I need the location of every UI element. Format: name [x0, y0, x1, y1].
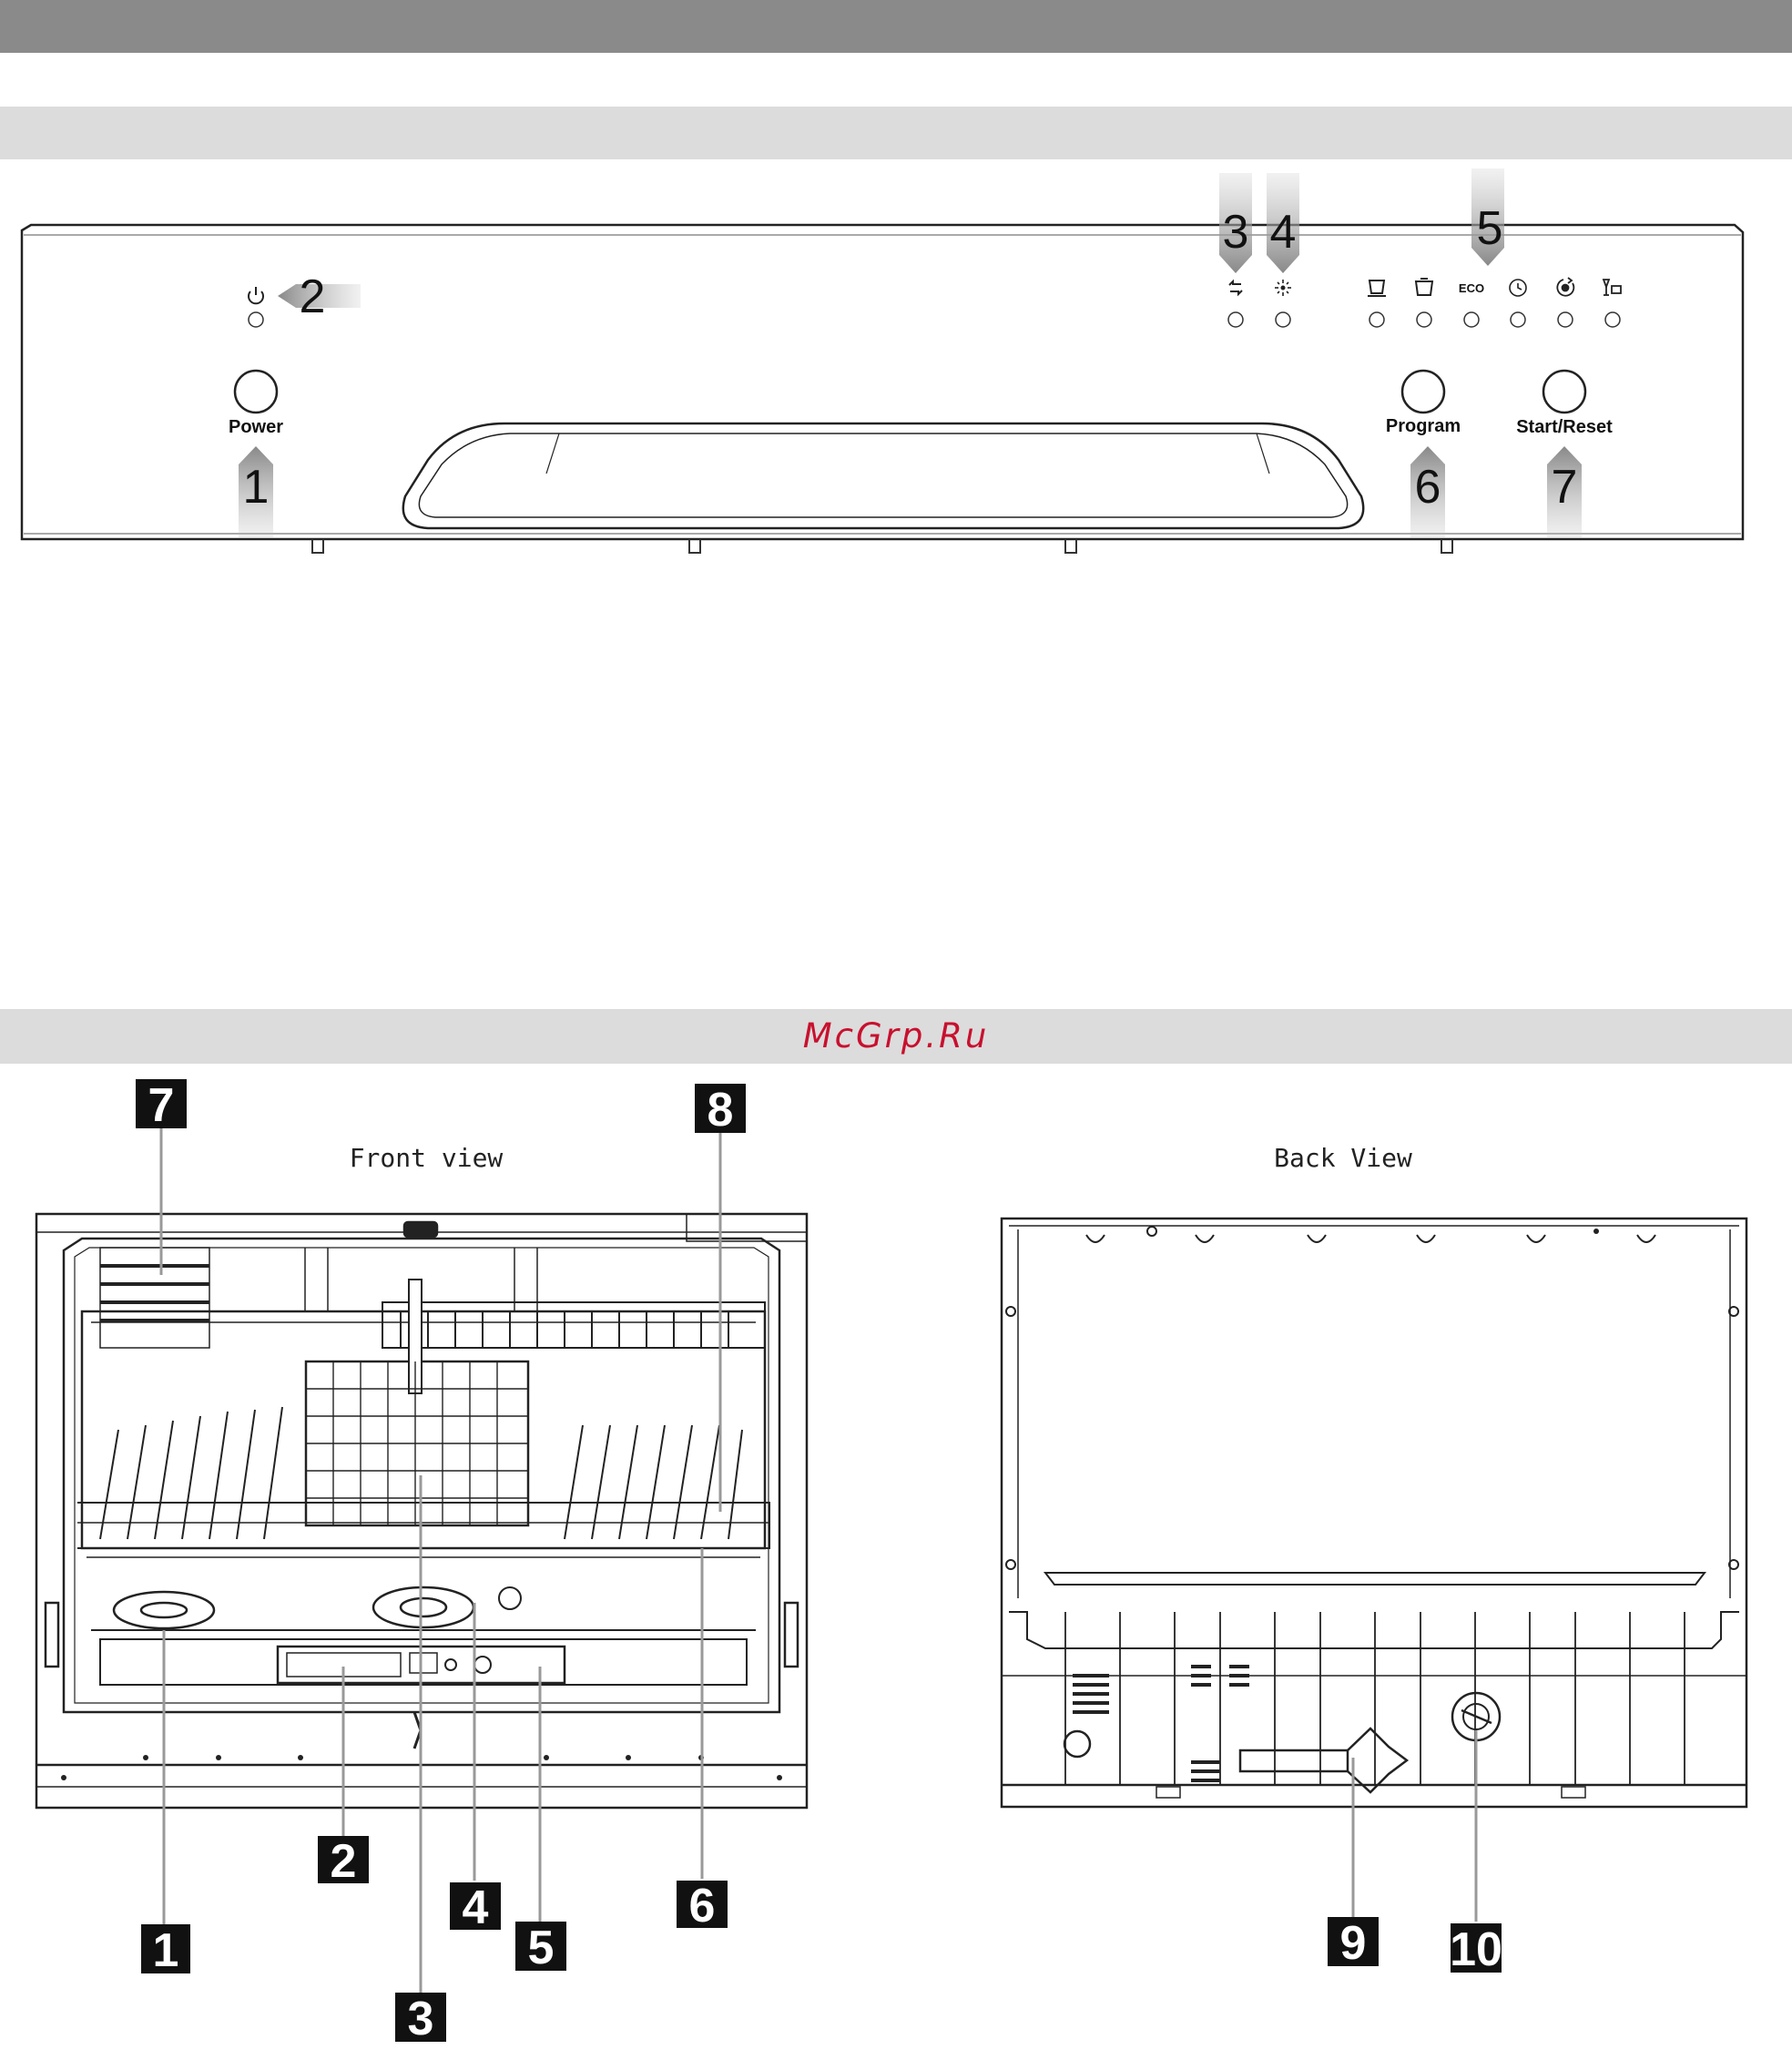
normal-icon	[1416, 279, 1432, 295]
callout-arrow-3: 3	[1219, 173, 1252, 273]
front-callout-6: 6	[677, 1880, 728, 1932]
power-indicator-led	[249, 312, 263, 327]
back-view-drawing	[1002, 1219, 1746, 1807]
svg-text:4: 4	[1270, 206, 1297, 259]
program-button-label: Program	[1386, 416, 1461, 436]
start-reset-button[interactable]	[1543, 371, 1585, 413]
intensive-icon	[1368, 280, 1386, 296]
front-callout-4: 4	[450, 1881, 501, 1934]
panel-feet	[312, 539, 1452, 553]
front-callout-3: 3	[395, 1993, 446, 2045]
svg-text:1: 1	[153, 1924, 179, 1977]
front-callout-8: 8	[695, 1084, 746, 1137]
salt-icon	[1275, 280, 1291, 296]
svg-text:7: 7	[148, 1079, 175, 1132]
svg-text:4: 4	[463, 1881, 489, 1934]
callout-arrow-6: 6	[1410, 446, 1445, 537]
callout-arrow-1: 1	[239, 446, 273, 537]
svg-text:5: 5	[528, 1922, 555, 1974]
rinse-aid-led	[1228, 312, 1243, 327]
rinse-aid-icon	[1229, 281, 1242, 294]
front-view-title: Front view	[350, 1143, 504, 1173]
control-panel	[22, 225, 1743, 553]
door-handle	[403, 423, 1363, 528]
svg-text:10: 10	[1450, 1923, 1502, 1976]
power-button[interactable]	[235, 371, 277, 413]
svg-text:8: 8	[708, 1084, 734, 1137]
svg-text:2: 2	[300, 270, 326, 323]
front-callout-7: 7	[136, 1079, 187, 1132]
svg-text:5: 5	[1477, 202, 1503, 255]
callout-arrow-5: 5	[1471, 168, 1504, 266]
front-callout-1: 1	[141, 1924, 190, 1977]
program-leds	[1369, 312, 1620, 327]
quick-icon	[1510, 280, 1526, 296]
svg-text:7: 7	[1552, 461, 1578, 514]
svg-text:3: 3	[1223, 206, 1249, 259]
program-button[interactable]	[1402, 371, 1444, 413]
back-view-title: Back View	[1274, 1143, 1412, 1173]
svg-text:2: 2	[331, 1835, 357, 1888]
callout-arrow-2: 2	[278, 270, 361, 323]
eco-icon: ECO	[1459, 281, 1484, 295]
callout-arrow-4: 4	[1267, 173, 1299, 273]
salt-led	[1276, 312, 1290, 327]
callout-arrow-7: 7	[1547, 446, 1582, 537]
back-view-leaders	[1353, 1730, 1476, 1922]
front-callout-5: 5	[515, 1922, 566, 1974]
back-callout-9: 9	[1328, 1917, 1379, 1970]
front-callout-2: 2	[318, 1835, 369, 1888]
svg-text:6: 6	[1415, 461, 1441, 514]
svg-text:6: 6	[689, 1880, 716, 1932]
svg-text:1: 1	[243, 461, 270, 514]
power-button-label: Power	[229, 417, 283, 437]
power-icon	[249, 287, 263, 303]
start-reset-button-label: Start/Reset	[1516, 417, 1613, 437]
svg-text:3: 3	[408, 1993, 434, 2045]
svg-text:9: 9	[1340, 1917, 1367, 1970]
rapid-icon	[1557, 278, 1573, 296]
back-callout-10: 10	[1450, 1923, 1502, 1976]
glass-icon	[1604, 280, 1621, 295]
